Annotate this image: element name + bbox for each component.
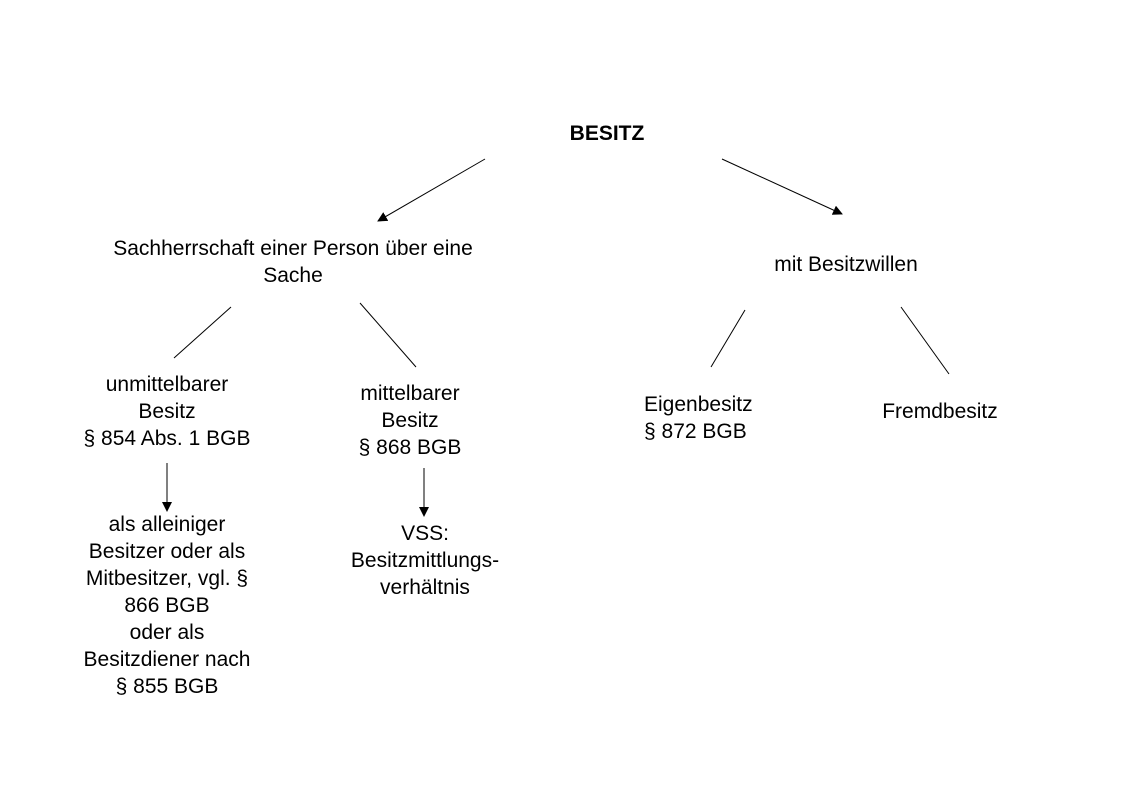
node-mit-besitzwillen: mit Besitzwillen bbox=[774, 253, 918, 276]
node-unmittelbarer-besitz: unmittelbarer Besitz § 854 Abs. 1 BGB bbox=[83, 373, 251, 450]
arrow-root-to-sachherrschaft bbox=[377, 158, 486, 222]
node-mittelbar-detail: VSS: Besitzmittlungs- verhältnis bbox=[350, 522, 500, 599]
line-sachherrschaft-to-unmittelbar bbox=[173, 306, 232, 359]
line-sachherrschaft-to-mittelbar bbox=[359, 302, 417, 368]
node-eigenbesitz: Eigenbesitz § 872 BGB bbox=[644, 393, 753, 443]
node-fremdbesitz: Fremdbesitz bbox=[882, 400, 998, 423]
line-besitzwillen-to-eigen bbox=[710, 309, 746, 368]
node-unmittelbar-detail: als alleiniger Besitzer oder als Mitbesi… bbox=[83, 513, 251, 698]
line-besitzwillen-to-fremd bbox=[900, 306, 950, 375]
node-sachherrschaft: Sachherrschaft einer Person über eine Sa… bbox=[113, 237, 473, 287]
node-mittelbarer-besitz: mittelbarer Besitz § 868 BGB bbox=[358, 382, 462, 459]
arrow-root-to-besitzwillen bbox=[721, 158, 843, 215]
node-besitz-root: BESITZ bbox=[569, 122, 645, 145]
